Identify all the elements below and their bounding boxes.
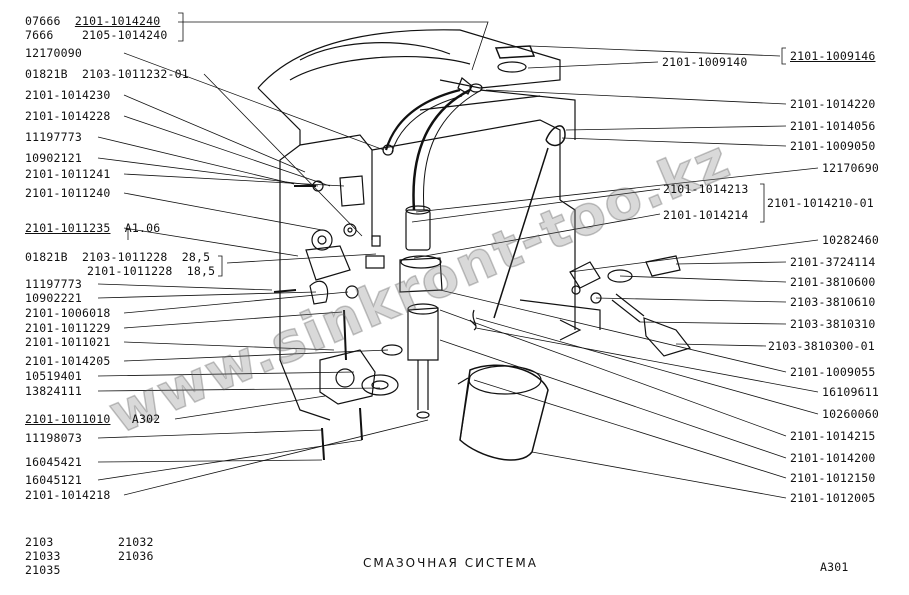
left-label-23: 11198073 bbox=[25, 431, 82, 445]
right-label-03: 2101-1014220 bbox=[790, 97, 876, 111]
right-label-04: 2101-1014056 bbox=[790, 119, 876, 133]
right-label-09: 2101-1014214 bbox=[663, 208, 749, 222]
right-label-21: 2101-1012150 bbox=[790, 471, 876, 485]
model-code: 21036 bbox=[118, 549, 154, 563]
left-label-17: 2101-1011229 bbox=[25, 321, 111, 335]
left-label-15: 10902221 bbox=[25, 291, 82, 305]
left-label-18: 2101-1011021 bbox=[25, 335, 111, 349]
left-label-13: 2101-1011228 18,5 bbox=[87, 264, 216, 278]
left-label-01: 07666 2101-1014240 bbox=[25, 14, 161, 28]
right-label-10: 10282460 bbox=[822, 233, 879, 247]
left-label-22: 2101-1011010 A302 bbox=[25, 412, 161, 426]
left-label-24: 16045421 bbox=[25, 455, 82, 469]
left-label-02: 7666 2105-1014240 bbox=[25, 28, 168, 42]
left-label-25: 16045121 bbox=[25, 473, 82, 487]
page-code: A301 bbox=[820, 560, 849, 574]
page-title: СМАЗОЧНАЯ СИСТЕМА bbox=[363, 556, 538, 570]
left-label-04: 01821B 2103-1011232-01 bbox=[25, 67, 189, 81]
model-code: 21035 bbox=[25, 563, 61, 577]
left-label-12: 01821B 2103-1011228 28,5 bbox=[25, 250, 211, 264]
right-label-19: 2101-1014215 bbox=[790, 429, 876, 443]
right-label-22: 2101-1012005 bbox=[790, 491, 876, 505]
right-label-02: 2101-1009140 bbox=[662, 55, 748, 69]
right-label-05: 2101-1009050 bbox=[790, 139, 876, 153]
right-label-15: 2103-3810300-01 bbox=[768, 339, 875, 353]
left-label-11: 2101-1011235 A1.06 bbox=[25, 221, 161, 235]
left-label-14: 11197773 bbox=[25, 277, 82, 291]
right-label-16: 2101-1009055 bbox=[790, 365, 876, 379]
right-label-12: 2101-3810600 bbox=[790, 275, 876, 289]
left-label-20: 10519401 bbox=[25, 369, 82, 383]
left-label-26: 2101-1014218 bbox=[25, 488, 111, 502]
right-label-13: 2103-3810610 bbox=[790, 295, 876, 309]
right-label-11: 2101-3724114 bbox=[790, 255, 876, 269]
left-label-09: 2101-1011241 bbox=[25, 167, 111, 181]
left-label-16: 2101-1006018 bbox=[25, 306, 111, 320]
left-label-05: 2101-1014230 bbox=[25, 88, 111, 102]
right-label-20: 2101-1014200 bbox=[790, 451, 876, 465]
model-code: 2103 bbox=[25, 535, 54, 549]
right-label-08: 2101-1014210-01 bbox=[767, 196, 874, 210]
left-label-08: 10902121 bbox=[25, 151, 82, 165]
right-label-14: 2103-3810310 bbox=[790, 317, 876, 331]
left-label-21: 13824111 bbox=[25, 384, 82, 398]
right-label-01: 2101-1009146 bbox=[790, 49, 876, 63]
left-label-06: 2101-1014228 bbox=[25, 109, 111, 123]
right-label-07: 2101-1014213 bbox=[663, 182, 749, 196]
right-label-06: 12170690 bbox=[822, 161, 879, 175]
left-label-07: 11197773 bbox=[25, 130, 82, 144]
model-code: 21032 bbox=[118, 535, 154, 549]
right-label-18: 10260060 bbox=[822, 407, 879, 421]
model-code: 21033 bbox=[25, 549, 61, 563]
left-label-19: 2101-1014205 bbox=[25, 354, 111, 368]
left-label-03: 12170090 bbox=[25, 46, 82, 60]
right-label-17: 16109611 bbox=[822, 385, 879, 399]
left-label-10: 2101-1011240 bbox=[25, 186, 111, 200]
